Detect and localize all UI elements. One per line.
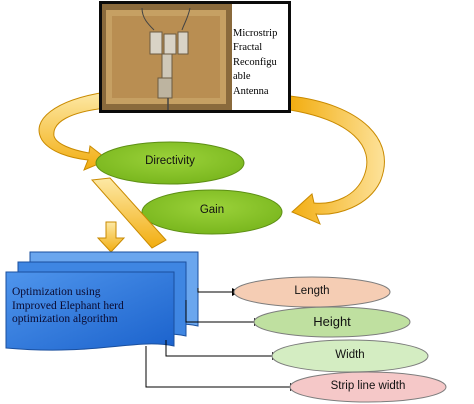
connector-width xyxy=(165,340,280,360)
down-arrow xyxy=(96,221,126,253)
gain-ellipse xyxy=(141,189,283,235)
diagonal-connector xyxy=(90,177,167,249)
curved-arrow-right xyxy=(289,95,385,225)
param-label-length: Length xyxy=(294,285,330,297)
document-front xyxy=(5,271,175,351)
antenna-photo-frame: Microstrip Fractal Reconfigu able Antenn… xyxy=(99,1,291,113)
antenna-photo xyxy=(102,4,232,110)
gain-label: Gain xyxy=(199,204,225,216)
antenna-caption: Microstrip Fractal Reconfigu able Antenn… xyxy=(233,28,278,97)
param-label-height: Height xyxy=(313,314,351,329)
height-ellipse xyxy=(253,306,411,338)
param-label-strip-line-width: Strip line width xyxy=(330,380,406,392)
param-label-width: Width xyxy=(335,349,365,361)
strip-line-width-ellipse xyxy=(289,371,447,403)
directivity-ellipse xyxy=(95,141,245,185)
directivity-label: Directivity xyxy=(145,155,195,167)
optimization-text: Optimization using Improved Elephant her… xyxy=(12,286,124,325)
